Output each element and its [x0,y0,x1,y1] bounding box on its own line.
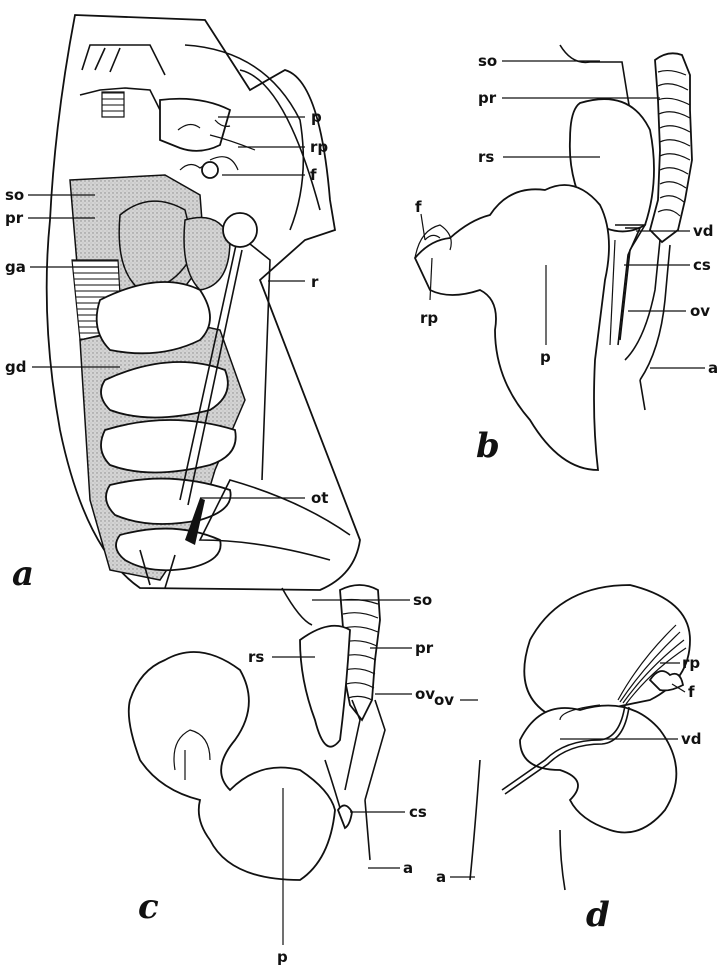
label-a-so: so [5,186,24,204]
figure-letter-b: b [476,426,500,466]
label-b-vd: vd [693,222,714,240]
label-d-a: a [436,868,446,886]
label-b-rs: rs [478,148,494,166]
label-d-vd: vd [681,730,702,748]
label-b-cs: cs [693,256,711,274]
label-c-a: a [403,859,413,877]
label-a-p: p [311,108,322,126]
label-c-pr: pr [415,639,434,657]
label-b-pr: pr [478,89,497,107]
label-a-r: r [311,273,319,291]
figure-letter-a: a [12,554,34,594]
panel-c-drawing [129,585,385,880]
label-c-p: p [277,948,288,966]
label-a-f: f [310,166,317,184]
label-d-f: f [688,683,695,701]
label-a-pr: pr [5,209,24,227]
label-a-ot: ot [311,489,328,507]
label-c-rs: rs [248,648,264,666]
label-b-so: so [478,52,497,70]
label-c-ov: ov [415,685,435,703]
label-b-p: p [540,348,551,366]
label-c-cs: cs [409,803,427,821]
label-d-rp: rp [682,654,700,672]
label-b-rp: rp [420,309,438,327]
panel-d-drawing [470,585,690,890]
panel-b-drawing [415,45,692,470]
label-a-rp: rp [310,138,328,156]
label-b-a: a [708,359,718,377]
label-b-ov: ov [690,302,710,320]
label-a-ga: ga [5,258,26,276]
label-c-so: so [413,591,432,609]
label-b-f: f [415,198,422,216]
label-a-gd: gd [5,358,26,376]
figure-letter-c: c [138,887,159,927]
figure-letter-d: d [586,895,610,935]
label-d-ov: ov [434,691,454,709]
